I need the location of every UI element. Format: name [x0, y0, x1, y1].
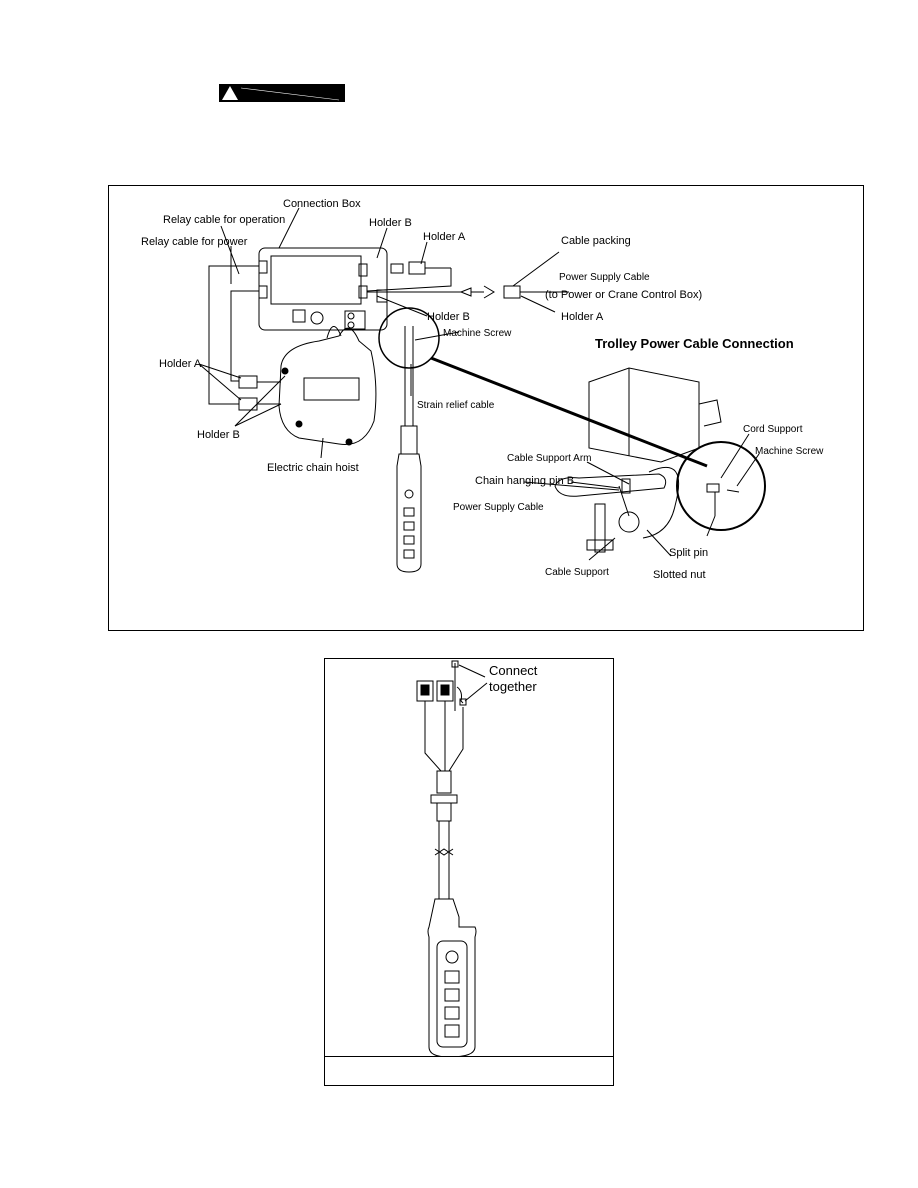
figure-caption-box [325, 1056, 613, 1085]
warning-triangle-icon [222, 86, 238, 100]
label-cable-support: Cable Support [545, 567, 609, 578]
holder-a-connector [366, 261, 452, 292]
label-split-pin: Split pin [669, 547, 708, 559]
label-holder-b-top: Holder B [369, 217, 412, 229]
label-relay-power: Relay cable for power [141, 236, 248, 248]
pendant-connect-figure: Connect together [324, 658, 614, 1086]
left-holders [238, 375, 281, 411]
label-connect: Connect [489, 663, 538, 678]
label-strain-relief: Strain relief cable [417, 400, 495, 411]
label-holder-a-top: Holder A [423, 231, 466, 243]
pendant-cable-assembly [430, 770, 458, 899]
electric-chain-hoist [278, 326, 377, 446]
label-to-power: (to Power or Crane Control Box) [545, 289, 702, 301]
label-machine-screw-2: Machine Screw [755, 446, 824, 457]
warning-banner [219, 84, 345, 102]
label-holder-b-mid: Holder B [427, 311, 470, 323]
label-relay-operation: Relay cable for operation [163, 214, 285, 226]
label-power-supply-cable: Power Supply Cable [559, 272, 650, 283]
label-machine-screw-1: Machine Screw [443, 328, 512, 339]
label-cable-support-arm: Cable Support Arm [507, 453, 592, 464]
power-supply-cable [367, 285, 569, 299]
connection-box [258, 247, 388, 331]
label-holder-a-left: Holder A [159, 358, 202, 370]
cable-connection-diagram: Connection Box Relay cable for operation… [108, 185, 864, 631]
label-holder-b-left: Holder B [197, 429, 240, 441]
label-electric-chain-hoist: Electric chain hoist [267, 462, 359, 474]
label-cable-packing: Cable packing [561, 235, 631, 247]
pendant-control [427, 898, 477, 1058]
label-connection-box: Connection Box [283, 198, 361, 210]
pendant-plug-connectors [416, 660, 467, 711]
label-slotted-nut: Slotted nut [653, 569, 706, 581]
label-cord-support: Cord Support [743, 424, 803, 435]
label-power-supply-cable-2: Power Supply Cable [453, 502, 544, 513]
label-trolley-title: Trolley Power Cable Connection [595, 336, 794, 351]
label-chain-hanging-pin: Chain hanging pin B [475, 475, 574, 487]
pendant-cable [396, 326, 422, 573]
label-holder-a-right: Holder A [561, 311, 604, 323]
label-together: together [489, 679, 537, 694]
